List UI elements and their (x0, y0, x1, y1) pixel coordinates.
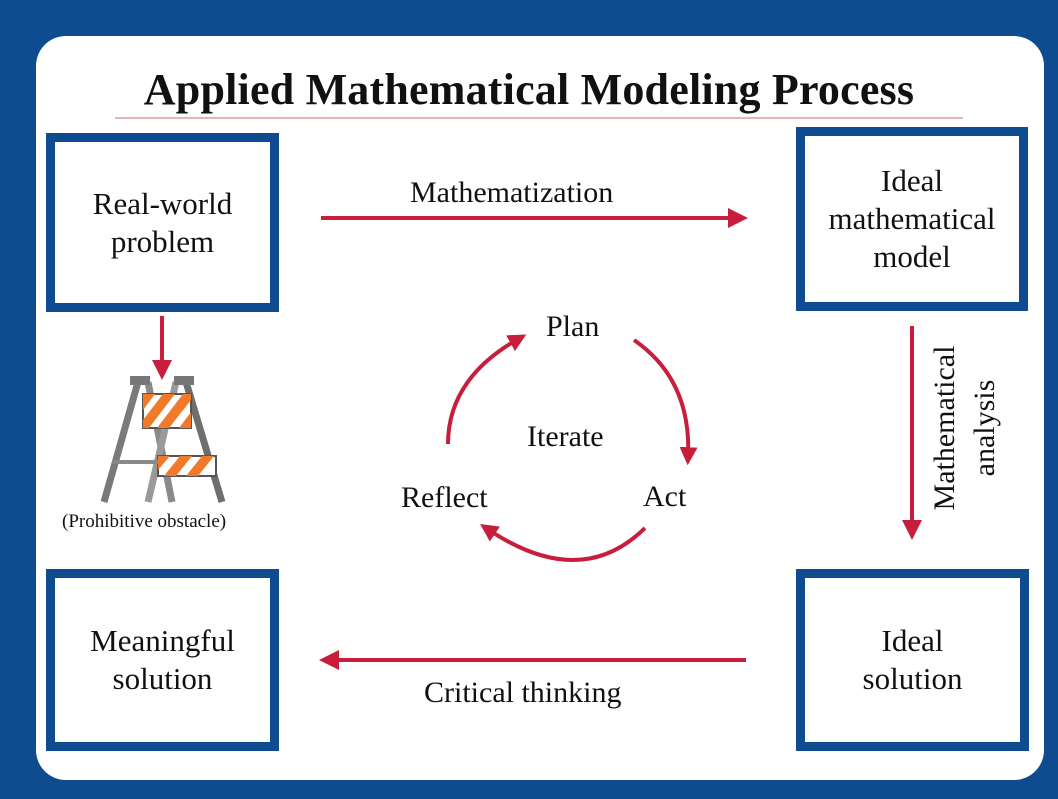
cycle-plan-label: Plan (546, 310, 600, 343)
meaningful-solution-box: Meaningful solution (46, 569, 279, 751)
cycle-arrow-act-to-reflect (480, 523, 647, 562)
analysis-line: Mathematical (928, 345, 961, 511)
ideal-solution-box: Ideal solution (796, 569, 1029, 751)
cycle-reflect-label: Reflect (401, 481, 488, 514)
box-line: solution (862, 661, 963, 696)
diagram-title: Applied Mathematical Modeling Process (143, 65, 915, 114)
box-line: Real-world (92, 185, 233, 221)
cycle-arrow-reflect-to-plan (446, 334, 527, 445)
box-line: model (873, 239, 951, 274)
real-world-problem-box: Real-world problem (46, 133, 279, 312)
box-line: Ideal (881, 623, 944, 658)
mathematization-label: Mathematization (410, 176, 614, 209)
prohibitive-obstacle-caption: (Prohibitive obstacle) (62, 511, 227, 532)
box-line: mathematical (828, 201, 996, 236)
road-barricade-icon (100, 376, 226, 504)
cycle-iterate-label: Iterate (527, 420, 604, 453)
ideal-mathematical-model-box: Ideal mathematical model (796, 127, 1028, 311)
box-line: solution (112, 661, 213, 696)
title-underline (115, 117, 963, 119)
cycle-act-label: Act (643, 480, 687, 513)
box-line: Ideal (881, 163, 943, 198)
analysis-line: analysis (968, 379, 1001, 477)
critical-thinking-label: Critical thinking (424, 676, 622, 709)
box-line: Meaningful (90, 623, 235, 658)
box-line: problem (110, 223, 215, 259)
cycle-arrow-plan-to-act (632, 338, 698, 466)
